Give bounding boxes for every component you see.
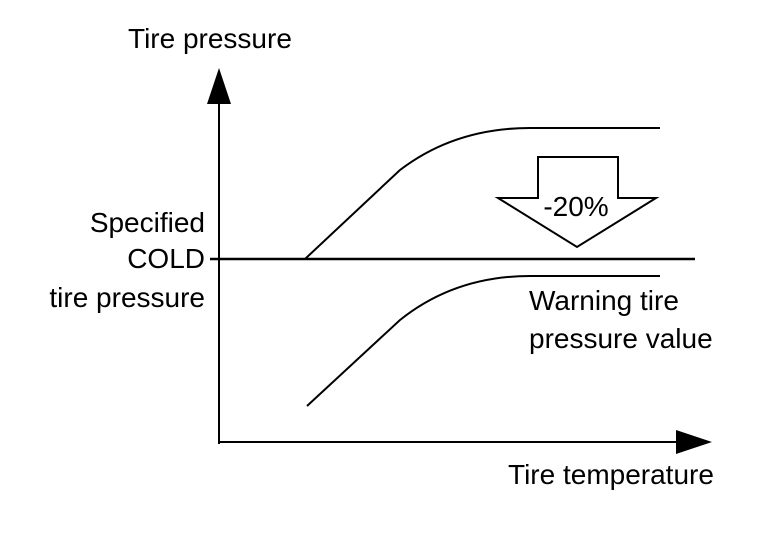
- x-axis-label: Tire temperature: [508, 459, 714, 490]
- pressure-curve-upper: [304, 127, 660, 260]
- y-axis-arrowhead: [207, 68, 231, 104]
- pressure-drop-arrow: [494, 156, 660, 249]
- warning-pressure-curve: [306, 275, 660, 407]
- y-axis-label: Tire pressure: [128, 23, 292, 54]
- pressure-drop-label: -20%: [543, 191, 608, 222]
- warning-label-line1: Warning tire: [529, 285, 679, 316]
- specified-label-line1: Specified: [90, 207, 205, 238]
- specified-label-line3: tire pressure: [49, 282, 205, 313]
- specified-label-line2: COLD: [127, 243, 205, 274]
- warning-label-line2: pressure value: [529, 323, 713, 354]
- x-axis-arrowhead: [676, 430, 712, 454]
